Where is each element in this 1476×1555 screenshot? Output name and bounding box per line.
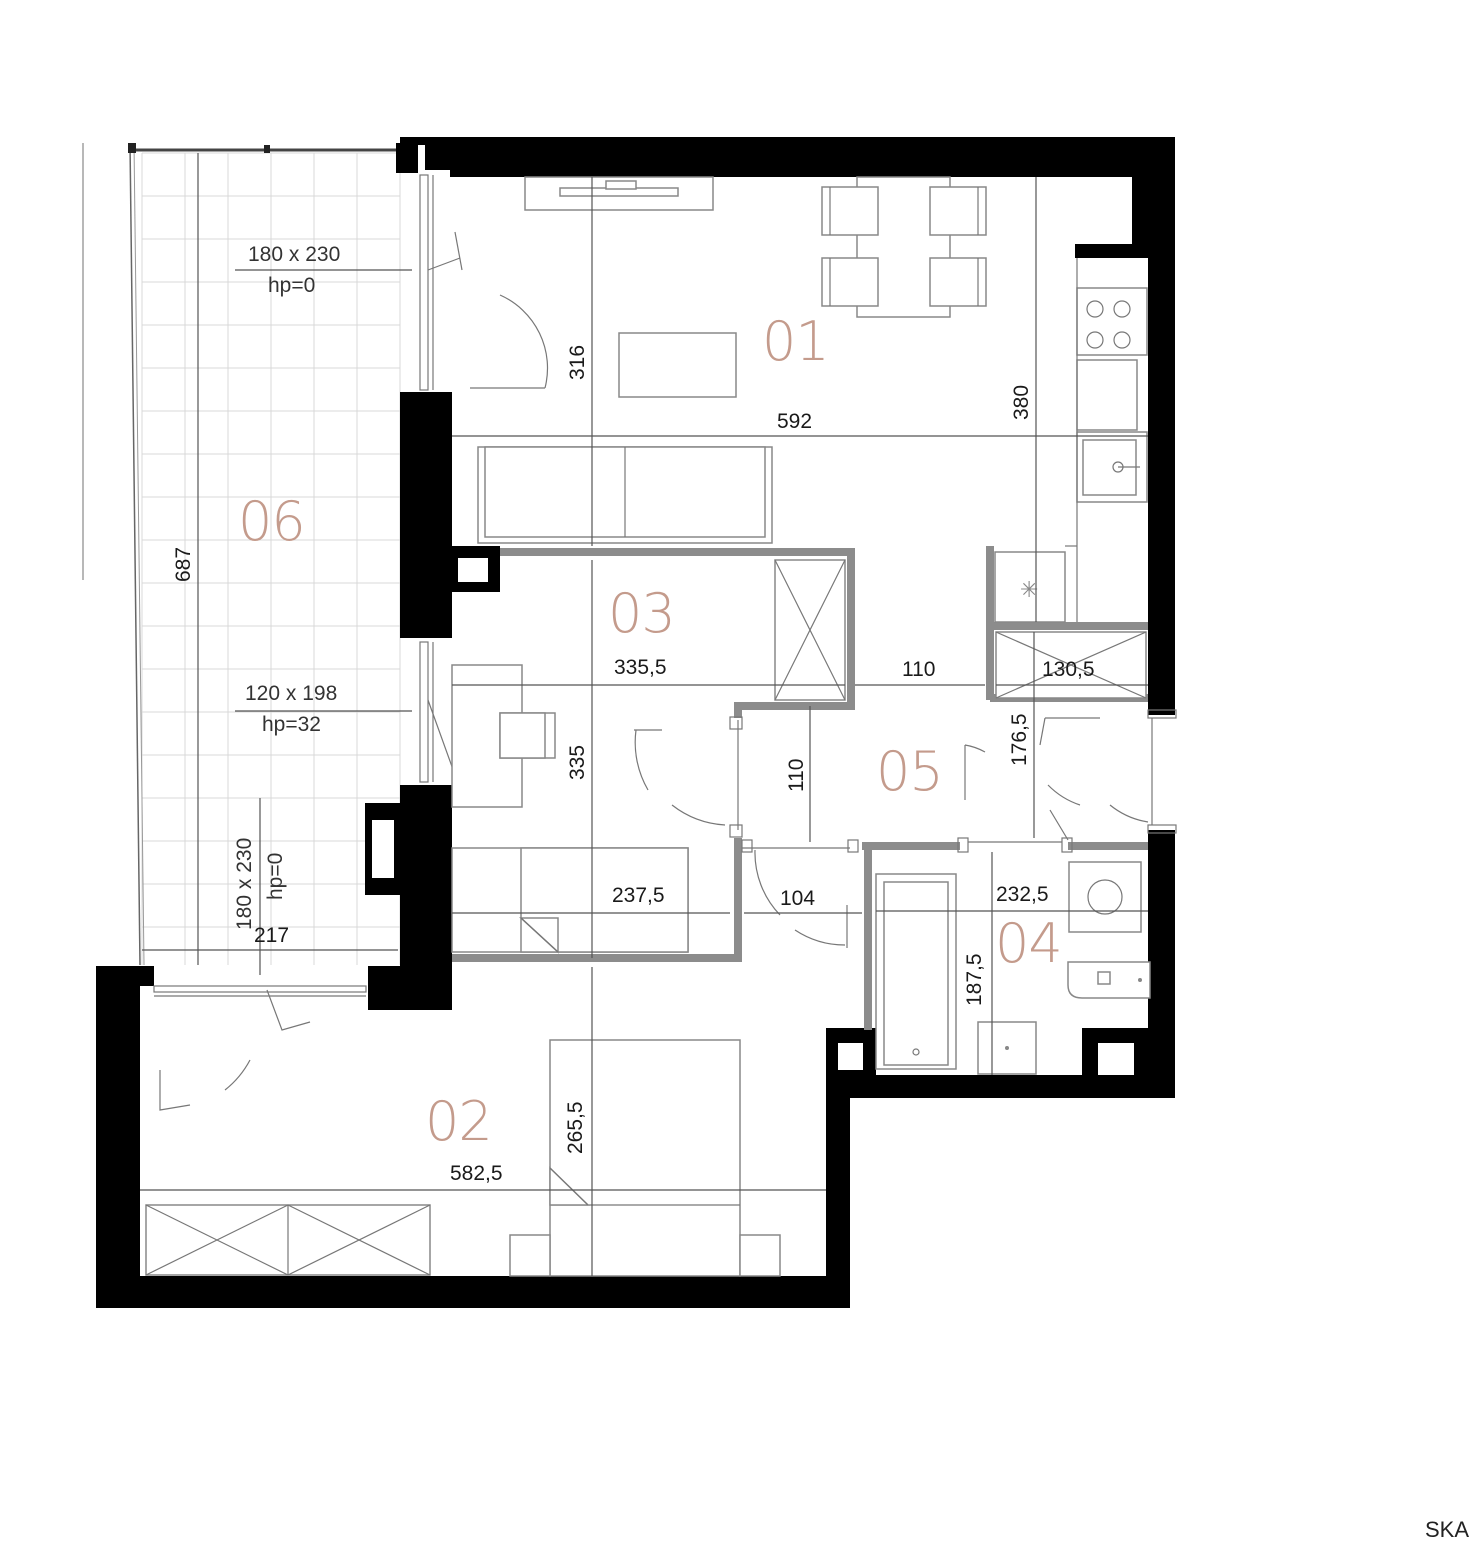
openings bbox=[153, 174, 1177, 1111]
dimension-380: 380 bbox=[1010, 385, 1033, 420]
partition-walls bbox=[452, 546, 1148, 1030]
dimension-217: 217 bbox=[254, 924, 289, 947]
furniture: ✳ bbox=[145, 176, 1151, 1277]
room-label-02: 02 bbox=[425, 1090, 492, 1153]
room-label-05: 05 bbox=[876, 740, 943, 803]
svg-text:✳: ✳ bbox=[1020, 578, 1038, 603]
room-label-06: 06 bbox=[238, 490, 305, 553]
dimension-lines bbox=[140, 153, 1148, 1276]
window-annotations: 180 x 230 hp=0 120 x 198 hp=32 180 x 230… bbox=[233, 243, 340, 930]
dimension-176-5: 176,5 bbox=[1008, 713, 1031, 766]
dimension-237-5: 237,5 bbox=[612, 884, 665, 907]
dimension-592: 592 bbox=[777, 410, 812, 433]
outer-walls bbox=[96, 137, 1175, 1308]
balcony-tiles bbox=[82, 142, 401, 966]
room-label-04: 04 bbox=[995, 912, 1062, 975]
window-2-hp: hp=32 bbox=[262, 713, 321, 736]
dimension-265-5: 265,5 bbox=[564, 1101, 587, 1154]
dimension-labels: 592 316 380 687 335,5 335 110 130,5 110 … bbox=[172, 345, 1095, 1185]
dimension-582-5: 582,5 bbox=[450, 1162, 503, 1185]
room-labels: 01 02 03 04 05 06 bbox=[238, 310, 1063, 1153]
dimension-110-vertical: 110 bbox=[785, 759, 808, 792]
window-1-hp: hp=0 bbox=[268, 274, 315, 297]
dimension-104: 104 bbox=[780, 887, 815, 910]
window-3-hp: hp=0 bbox=[264, 853, 287, 900]
room-label-01: 01 bbox=[762, 310, 829, 373]
dimension-687: 687 bbox=[172, 547, 195, 582]
window-1-size: 180 x 230 bbox=[248, 243, 340, 266]
room-label-03: 03 bbox=[608, 582, 675, 645]
dimension-335: 335 bbox=[566, 745, 589, 780]
signature-ska: SKA bbox=[1425, 1517, 1469, 1542]
dimension-130-5: 130,5 bbox=[1042, 658, 1095, 681]
dimension-187-5: 187,5 bbox=[963, 953, 986, 1006]
dimension-110-horizontal: 110 bbox=[902, 658, 935, 681]
window-2-size: 120 x 198 bbox=[245, 682, 337, 705]
window-3-size: 180 x 230 bbox=[233, 838, 256, 930]
dimension-335-5: 335,5 bbox=[614, 656, 667, 679]
dimension-232-5: 232,5 bbox=[996, 883, 1049, 906]
dimension-316: 316 bbox=[566, 345, 589, 380]
